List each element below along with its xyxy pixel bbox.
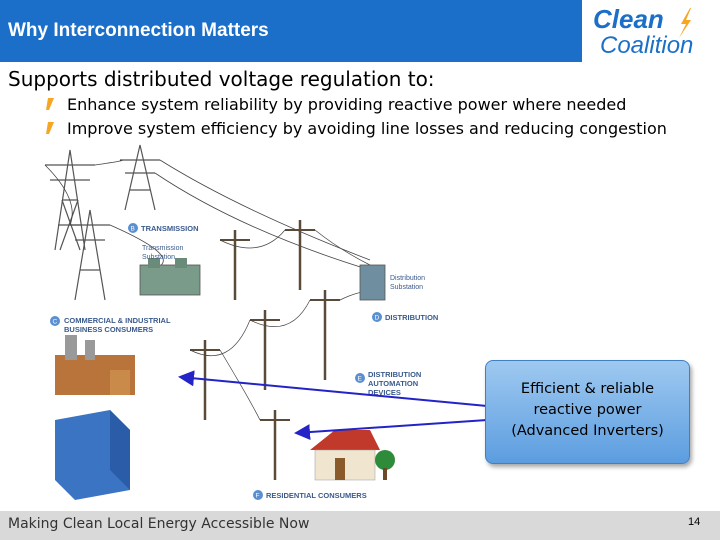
svg-text:B: B — [131, 226, 135, 233]
logo-text-coalition: Coalition — [600, 32, 694, 59]
label-distribution-substation-2: Substation — [390, 284, 423, 291]
page-number: 14 — [688, 516, 701, 528]
label-transmission: TRANSMISSION — [141, 224, 199, 233]
bullet-item: Improve system efficiency by avoiding li… — [42, 118, 667, 142]
distribution-lines — [189, 229, 381, 421]
svg-text:D: D — [375, 315, 380, 322]
page-title: Why Interconnection Matters — [8, 20, 269, 41]
tree-icon — [375, 450, 395, 480]
label-badge-c: C — [50, 316, 60, 326]
bullet-icon — [46, 122, 54, 134]
callout-text: Efficient & reliable reactive power (Adv… — [486, 379, 689, 442]
bullet-icon — [46, 98, 54, 110]
label-transmission-substation-2: Substation — [142, 254, 175, 261]
house-icon — [310, 430, 380, 481]
logo-text-clean: Clean — [593, 4, 664, 34]
transmission-lines — [44, 159, 371, 271]
callout-line-2: reactive power — [533, 402, 642, 418]
label-badge-d: D — [372, 312, 382, 322]
callout-box: Efficient & reliable reactive power (Adv… — [485, 360, 690, 464]
transmission-tower-icon — [120, 144, 160, 211]
label-automation-1: DISTRIBUTION — [368, 370, 421, 379]
label-transmission-substation-1: Transmission — [142, 245, 183, 252]
footer-tagline: Making Clean Local Energy Accessible Now — [8, 516, 310, 532]
svg-text:C: C — [53, 319, 58, 326]
label-automation-3: DEVICES — [368, 388, 401, 397]
label-badge-f: F — [253, 490, 263, 500]
office-building-icon — [55, 410, 130, 500]
label-automation-2: AUTOMATION — [368, 379, 418, 388]
callout-line-1: Efficient & reliable — [520, 381, 655, 397]
bullet-text: Improve system efficiency by avoiding li… — [67, 119, 667, 138]
label-commercial-1: COMMERCIAL & INDUSTRIAL — [64, 316, 171, 325]
utility-pole-icon — [190, 220, 340, 480]
label-distribution: DISTRIBUTION — [385, 313, 438, 322]
factory-icon — [55, 335, 135, 395]
label-commercial-2: BUSINESS CONSUMERS — [64, 325, 153, 334]
bullet-list: Enhance system reliability by providing … — [42, 94, 667, 142]
bullet-text: Enhance system reliability by providing … — [67, 95, 627, 114]
grid-diagram: B TRANSMISSION Transmission Substation D… — [44, 144, 438, 500]
svg-text:E: E — [358, 376, 363, 383]
distribution-substation-icon — [359, 264, 386, 301]
svg-text:F: F — [256, 493, 260, 500]
transmission-tower-icon — [70, 209, 110, 301]
title-bar: Why Interconnection Matters — [0, 0, 582, 62]
callout-line-3: (Advanced Inverters) — [511, 423, 664, 439]
label-residential: RESIDENTIAL CONSUMERS — [266, 491, 367, 500]
subtitle: Supports distributed voltage regulation … — [8, 67, 435, 91]
lightning-bolt-icon — [679, 8, 691, 38]
footer: Making Clean Local Energy Accessible Now… — [0, 511, 720, 540]
clean-coalition-logo: Clean Coalition — [588, 2, 718, 60]
label-badge-e: E — [355, 373, 365, 383]
transmission-substation-icon — [139, 258, 201, 296]
label-distribution-substation-1: Distribution — [390, 275, 425, 282]
label-badge-b: B — [128, 223, 138, 233]
bullet-item: Enhance system reliability by providing … — [42, 94, 667, 118]
